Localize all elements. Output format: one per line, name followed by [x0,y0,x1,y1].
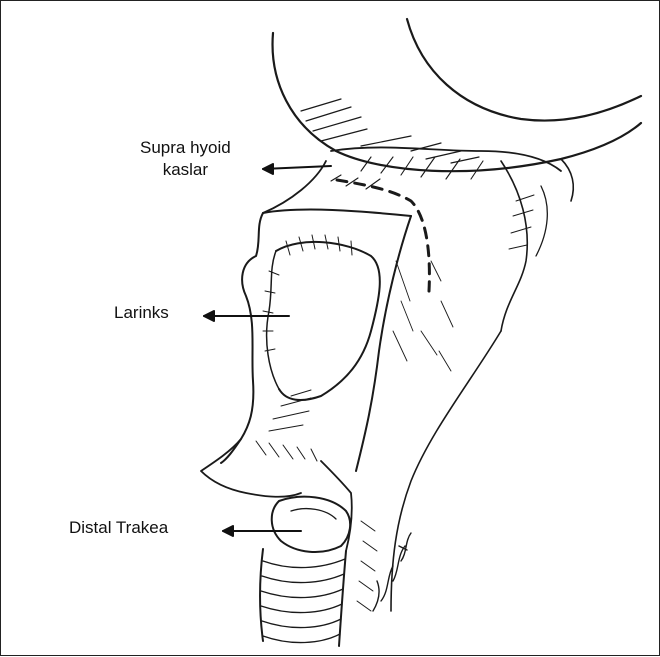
distal-trachea [260,497,350,646]
arrow-larinks [204,311,289,321]
mandible-outline [273,19,641,201]
neck-hatching [301,99,479,163]
label-supra-hyoid-line1: Supra hyoid [140,137,231,159]
larynx-hatching [263,235,453,431]
neck-right-structures [391,161,547,611]
label-distal-trakea: Distal Trakea [69,518,168,538]
trachea-hatching [357,521,377,611]
label-supra-hyoid-line2: kaslar [140,159,231,181]
label-larinks: Larinks [114,303,169,323]
arrow-distal-trakea [223,526,301,536]
larynx-outline [221,210,411,471]
label-supra-hyoid: Supra hyoid kaslar [140,137,231,181]
incision-dashed-line [337,180,429,291]
